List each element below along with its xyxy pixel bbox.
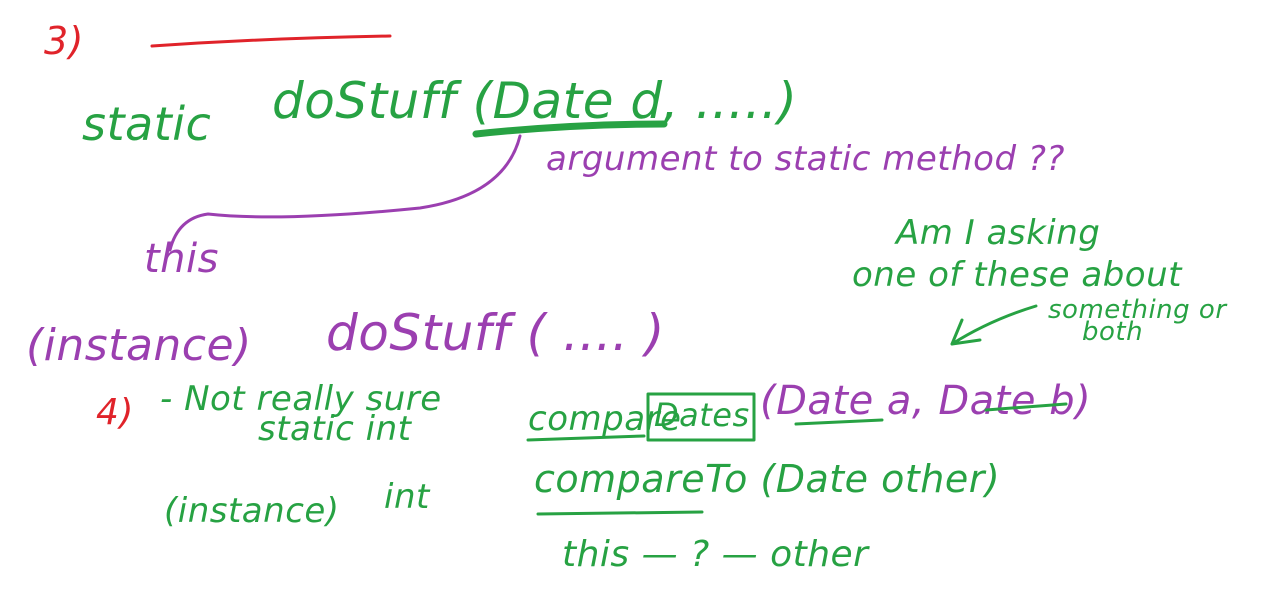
compare-to-underline bbox=[536, 510, 704, 516]
static-method-call: doStuff (Date d, .....) bbox=[272, 72, 797, 130]
static-compare-name: compare bbox=[528, 399, 681, 439]
side-question-line-4: both bbox=[1082, 317, 1143, 347]
title-underline bbox=[150, 34, 392, 48]
item-4-remark: - Not really sure bbox=[160, 379, 442, 419]
instance-compare-prefix: (instance) bbox=[164, 491, 340, 531]
item-4-number: 4) bbox=[96, 392, 134, 433]
instance-int: int bbox=[384, 477, 431, 517]
compare-name-underline bbox=[526, 434, 646, 442]
side-question-line-1: Am I asking bbox=[894, 213, 1100, 253]
compare-to-call: compareTo (Date other) bbox=[534, 457, 1000, 501]
date-a-underline bbox=[794, 418, 884, 426]
date-d-underline bbox=[472, 120, 668, 138]
instance-label: (instance) bbox=[26, 320, 252, 371]
instance-method-call: doStuff ( .... ) bbox=[326, 304, 665, 362]
static-argument-question: argument to static method ?? bbox=[546, 139, 1065, 179]
connector-curve bbox=[168, 134, 522, 252]
this-vs-other: this — ? — other bbox=[562, 534, 870, 575]
side-question-arrow bbox=[950, 304, 1038, 346]
static-compare-params: (Date a, Date b) bbox=[760, 378, 1091, 424]
dates-highlight-box bbox=[646, 392, 756, 442]
side-question-line-3: something or bbox=[1048, 295, 1228, 325]
this-label: this bbox=[144, 236, 219, 282]
static-int-prefix: static int bbox=[258, 409, 413, 449]
date-b-underline bbox=[984, 402, 1068, 412]
static-keyword: static bbox=[82, 97, 211, 151]
side-question-line-2: one of these about bbox=[852, 255, 1183, 295]
section-number: 3) bbox=[44, 19, 84, 63]
static-compare-suffix: Dates bbox=[654, 396, 750, 434]
